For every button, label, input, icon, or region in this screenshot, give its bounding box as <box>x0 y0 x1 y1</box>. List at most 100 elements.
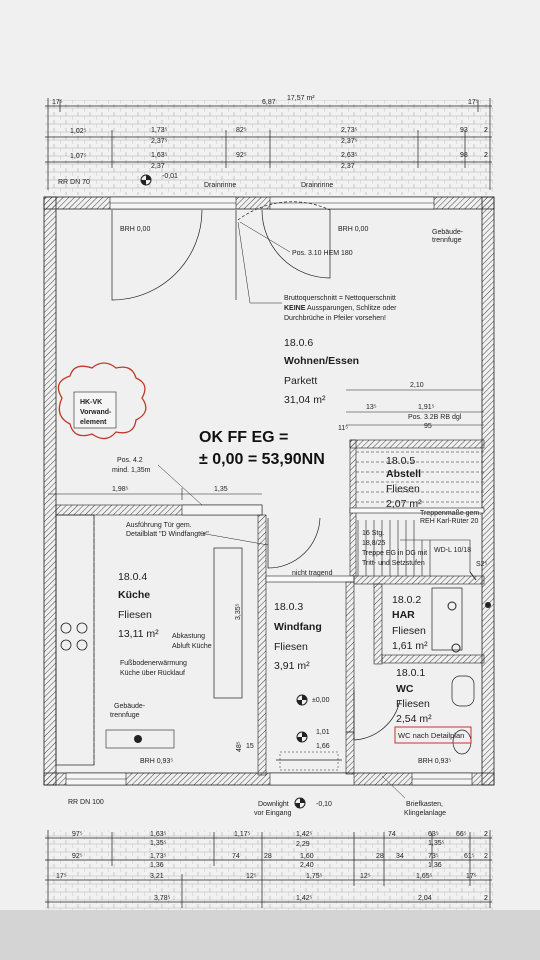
note-brutto-3: Durchbrüche in Pfeiler vorsehen! <box>284 315 386 322</box>
heating-box <box>105 729 175 749</box>
bd-r3-2: 12⁵ <box>246 873 257 880</box>
room-kueche-area: 13,11 m² <box>118 628 159 640</box>
room-wc-id: 18.0.1 <box>396 667 425 679</box>
dim-top-a: 17⁵ <box>52 99 63 106</box>
room-windfang-name: Windfang <box>274 621 322 633</box>
hk-vk-3: element <box>80 419 107 426</box>
bd-r1-1: 1,63⁵ <box>150 831 167 838</box>
brh-top-left: BRH 0,00 <box>120 226 150 233</box>
kitchen-dims <box>48 488 262 500</box>
wc-door <box>353 690 401 741</box>
bd-r1-7: 63⁵ <box>428 831 439 838</box>
dim-r2-3: 82⁵ <box>236 127 247 134</box>
bd-r4-1: 1,42⁵ <box>296 895 313 902</box>
bd-r3-3: 1,75⁵ <box>306 873 323 880</box>
hem-label: Pos. 3.10 HEM 180 <box>292 250 353 257</box>
hk-vk-cloud <box>57 362 147 440</box>
bd-r2-8: 34 <box>396 853 404 860</box>
level-marker-bottom <box>294 797 306 809</box>
hk-vk-2: Vorwand- <box>80 409 112 416</box>
dim-r3-6: 98 <box>460 152 468 159</box>
dim-r2-2: 2,37⁵ <box>151 138 168 145</box>
inner-walls <box>55 504 485 776</box>
bd-r2-0: 92⁵ <box>72 853 83 860</box>
fussboden-1: Fußbodenerwärmung <box>120 660 187 667</box>
wd-label: WD-L 10/18 <box>434 547 471 554</box>
gebaeude-left-2: trennfuge <box>110 712 140 719</box>
level-marker-entry <box>296 731 308 743</box>
bd-r2-1: 1,73⁵ <box>150 853 167 860</box>
drain-right: Drainrinne <box>301 182 333 189</box>
bd-r3-4: 12⁵ <box>360 873 371 880</box>
nicht-tragend: nicht tragend <box>292 570 333 577</box>
dim-r3-2: 2,37 <box>151 163 165 170</box>
bd-r2-7: 28 <box>376 853 384 860</box>
dim-r3-7: 2 <box>484 152 488 159</box>
dim-top-b: 6,87 <box>262 99 276 106</box>
room-abstell-id: 18.0.5 <box>386 455 415 467</box>
dim-335: 3,35⁵ <box>235 603 242 620</box>
room-windfang-floor: Fliesen <box>274 641 308 653</box>
dim-15: 15 <box>246 743 254 750</box>
ok-ff-line1: OK FF EG = <box>199 429 288 446</box>
hk-vk-1: HK-VK <box>80 399 102 406</box>
ok-ff-line2: ± 0,00 = 53,90NN <box>199 451 325 468</box>
gebaeude-top: Gebäude-trennfuge <box>432 229 464 244</box>
dim-r2-1: 1,73⁵ <box>151 127 168 134</box>
bd-r2-10: 1,36 <box>428 862 442 869</box>
level-windfang: ±0,00 <box>312 697 330 704</box>
wc-stamp <box>394 726 472 744</box>
stg-3: Treppe EG in DG mit <box>362 550 427 557</box>
bd-r2-5: 1,60 <box>300 853 314 860</box>
fussboden-2: Küche über Rücklauf <box>120 670 185 677</box>
dim-top-c: 17⁵ <box>468 99 479 106</box>
dim-r2-6: 93 <box>460 127 468 134</box>
stair-dims <box>346 389 484 426</box>
dim-overall: 17,57 m² <box>287 95 315 102</box>
stg-4: Tritt- und Setzstufen <box>362 560 425 567</box>
room-windfang-area: 3,91 m² <box>274 660 310 672</box>
bd-r1-10: 2 <box>484 831 488 838</box>
dim-166: 1,66 <box>316 743 330 750</box>
abstell-walls <box>349 439 485 577</box>
bd-r4-2: 2,04 <box>418 895 432 902</box>
dim-r2-0: 1,02⁵ <box>70 128 87 135</box>
bd-r2-2: 1,36 <box>150 862 164 869</box>
dim-198: 1,98⁵ <box>112 486 129 493</box>
bd-r1-6: 74 <box>388 831 396 838</box>
pos32b: Pos. 3.2B RB dgl <box>408 414 462 421</box>
dim-r3-0: 1,07⁵ <box>70 153 87 160</box>
bd-r2-3: 74 <box>232 853 240 860</box>
note-brutto-1: Bruttoquerschnitt = Nettoquerschnitt <box>284 295 396 302</box>
dim-191: 1,91⁵ <box>418 404 435 411</box>
bd-r2-9: 73⁵ <box>428 853 439 860</box>
room-wc-area: 2,54 m² <box>396 713 432 725</box>
room-wc-name: WC <box>396 683 414 695</box>
bd-r2-6: 2,40 <box>300 862 314 869</box>
dim-r2-7: 2 <box>484 127 488 134</box>
pos42-2: mind. 1,35m <box>112 467 151 474</box>
outer-walls <box>43 196 495 786</box>
bd-r1-0: 97⁵ <box>72 831 83 838</box>
bd-r1-4: 1,42⁵ <box>296 831 313 838</box>
bd-r3-1: 3,21 <box>150 873 164 880</box>
level-top: -0,01 <box>162 173 178 180</box>
dim-r3-1: 1,63⁵ <box>151 152 168 159</box>
wc-basin <box>451 675 475 707</box>
bd-r1-9: 66⁵ <box>456 831 467 838</box>
pos42-1: Pos. 4.2 <box>117 457 143 464</box>
dim-210: 2,10 <box>410 382 424 389</box>
room-abstell-area: 2,07 m² <box>386 498 422 510</box>
bottom-dimensions <box>45 830 492 908</box>
bd-r3-0: 17⁵ <box>56 873 67 880</box>
room-har-id: 18.0.2 <box>392 594 421 606</box>
top-door-swings <box>111 201 331 301</box>
bd-r3-6: 17⁵ <box>466 873 477 880</box>
room-windfang-id: 18.0.3 <box>274 601 303 613</box>
bd-r2-11: 61⁵ <box>464 853 475 860</box>
dim-135: 1,35 <box>214 486 228 493</box>
brh-top-right: BRH 0,00 <box>338 226 368 233</box>
dim-48: 48⁵ <box>236 741 243 752</box>
abkastung-2: Abluft Küche <box>172 643 212 650</box>
downlight-1: Downlight <box>258 801 289 808</box>
